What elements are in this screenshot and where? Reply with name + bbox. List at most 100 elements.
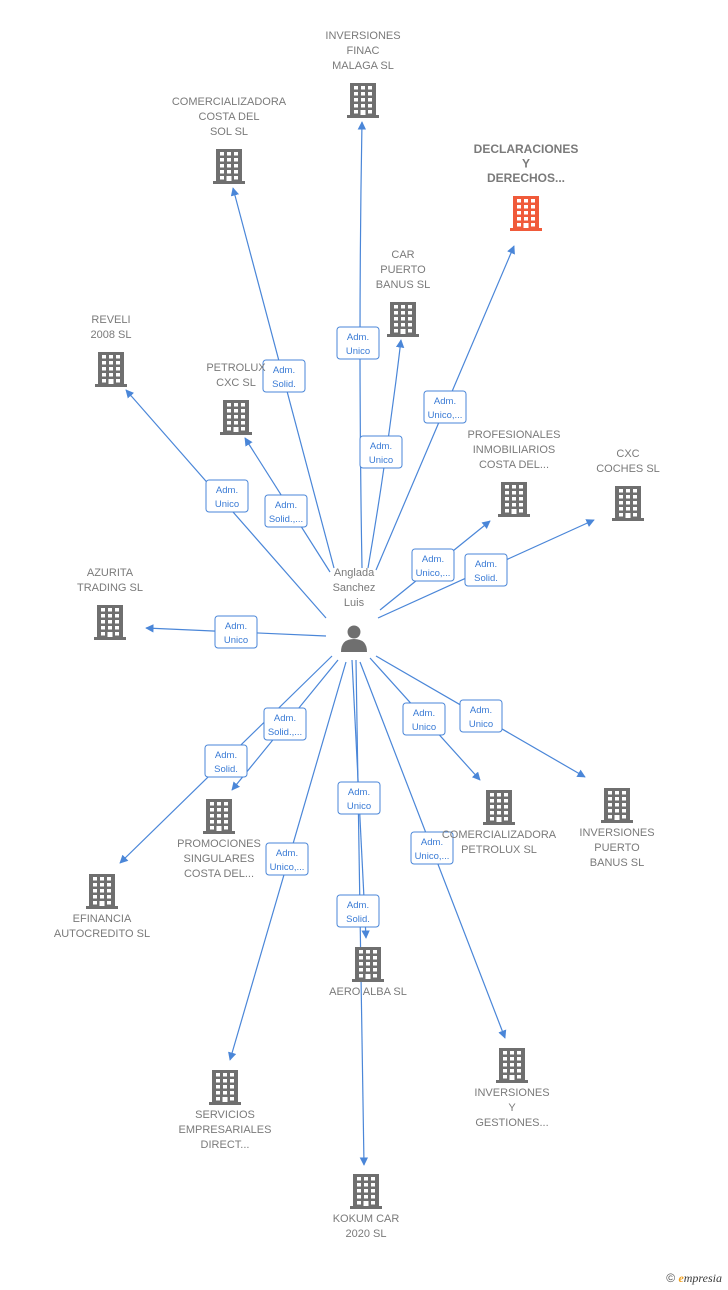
edge-label-text: Unico,... [428,410,463,421]
edge-label-kokum[interactable]: Adm. Solid. [336,894,380,928]
company-label: COMERCIALIZADORA COSTA DEL SOL SL [172,96,287,138]
company-node-efinancia[interactable]: EFINANCIA AUTOCREDITO SL [54,874,150,940]
edge-label-text: Unico,... [270,862,305,873]
edge-label-text: Solid. [346,914,370,925]
node-label-line: Y [508,1102,516,1114]
edge-label-text: Adm. [470,705,492,716]
company-node-inversiones-gestiones[interactable]: INVERSIONESYGESTIONES... [474,1048,550,1129]
node-label-line: AERO ALBA SL [329,986,407,998]
person-icon [341,625,367,652]
edge-label-text: Adm. [275,500,297,511]
building-icon [94,605,126,640]
node-label-line: Sanchez [333,582,376,594]
edge-label-cxc-coches[interactable]: Adm. Solid. [464,553,508,587]
edge-label-inversiones-puerto[interactable]: Adm. Unico [459,699,503,733]
node-label-line: PUERTO [594,842,640,854]
edge-label-profesionales[interactable]: Adm.Unico,... [411,548,455,582]
edge-label-promociones[interactable]: Adm.Solid.,... [263,707,307,741]
company-label: SERVICIOSEMPRESARIALESDIRECT... [179,1109,272,1151]
company-node-aero-alba[interactable]: AERO ALBA SL [329,947,407,998]
edge-label-servicios[interactable]: Adm.Unico,... [265,842,309,876]
node-label-line: CAR [391,249,414,261]
edge-label-aero-alba[interactable]: Adm.Unico [337,781,381,815]
edge-label-text: Unico,... [415,851,450,862]
edge-label-text: Solid. [474,573,498,584]
company-label: AERO ALBA SL [329,986,407,998]
building-icon [352,947,384,982]
edge-label-comercializadora-petrolux[interactable]: Adm.Unico [402,702,446,736]
node-label-line: INMOBILIARIOS [473,444,556,456]
node-label-line: KOKUM CAR [333,1213,400,1225]
building-icon [350,1174,382,1209]
edge-label-inversiones-gestiones[interactable]: Adm.Unico,... [410,831,454,865]
building-icon [220,400,252,435]
node-label-line: PROFESIONALES [468,429,561,441]
edge-label-comercializadora-costa[interactable]: Adm.Solid. [262,359,306,393]
company-node-cxc-coches[interactable]: CXC COCHES SL [596,448,660,521]
edge-label-car-puerto-banus[interactable]: Adm.Unico [359,435,403,469]
company-node-declaraciones[interactable]: DECLARACIONESYDERECHOS... [474,142,579,231]
edge-label-azurita[interactable]: Adm.Unico [214,615,258,649]
node-label-line: PROMOCIONES [177,838,261,850]
company-node-servicios[interactable]: SERVICIOSEMPRESARIALESDIRECT... [179,1070,272,1151]
building-icon [387,302,419,337]
node-label-line: PETROLUX SL [461,844,537,856]
edge-label-text: Unico [346,346,370,357]
node-label-line: COMERCIALIZADORA [172,96,287,108]
edge-label-text: Adm. [347,900,369,911]
node-label-line: EFINANCIA [73,913,132,925]
node-label-line: MALAGA SL [332,60,394,72]
company-label: EFINANCIA AUTOCREDITO SL [54,913,150,940]
node-label-line: BANUS SL [376,279,430,291]
node-label-line: SOL SL [210,126,248,138]
edge-label-box [359,435,403,469]
building-icon [209,1070,241,1105]
node-label-line: COSTA DEL [199,111,260,123]
node-label-line: CXC [616,448,639,460]
company-node-petrolux-cxc[interactable]: PETROLUX CXC SL [206,362,266,435]
edge-label-text: Unico [469,719,493,730]
node-label-line: AUTOCREDITO SL [54,928,150,940]
node-label-line: GESTIONES... [475,1117,548,1129]
node-label-line: 2008 SL [91,329,132,341]
node-label-line: COCHES SL [596,463,660,475]
edge-label-box [265,842,309,876]
company-label: DECLARACIONESYDERECHOS... [474,142,579,185]
edge-label-efinancia[interactable]: Adm.Solid. [204,744,248,778]
building-icon [496,1048,528,1083]
edge-label-text: Unico [215,499,239,510]
node-label-line: PETROLUX [206,362,266,374]
edge-label-text: Adm. [475,559,497,570]
node-label-line: FINAC [347,45,380,57]
company-node-comercializadora-costa[interactable]: COMERCIALIZADORA COSTA DEL SOL SL [172,96,287,184]
edge-label-text: Adm. [434,396,456,407]
node-label-line: BANUS SL [590,857,644,869]
edge-label-text: Adm. [225,621,247,632]
edge-label-box [411,548,455,582]
edge-label-declaraciones[interactable]: Adm. Unico,... [423,390,467,424]
node-label-line: SERVICIOS [195,1109,255,1121]
edge-label-box [263,707,307,741]
edge-label-box [464,553,508,587]
edge-label-text: Adm. [347,332,369,343]
node-label-line: CXC SL [216,377,256,389]
edge-label-text: Adm. [422,554,444,565]
node-label-line: AZURITA [87,567,134,579]
edge-label-petrolux-cxc[interactable]: Adm.Solid.,... [264,494,308,528]
edge-label-reveli[interactable]: Adm.Unico [205,479,249,513]
edge-label-inversiones-finac[interactable]: Adm. Unico [336,326,380,360]
edge-label-box [337,781,381,815]
